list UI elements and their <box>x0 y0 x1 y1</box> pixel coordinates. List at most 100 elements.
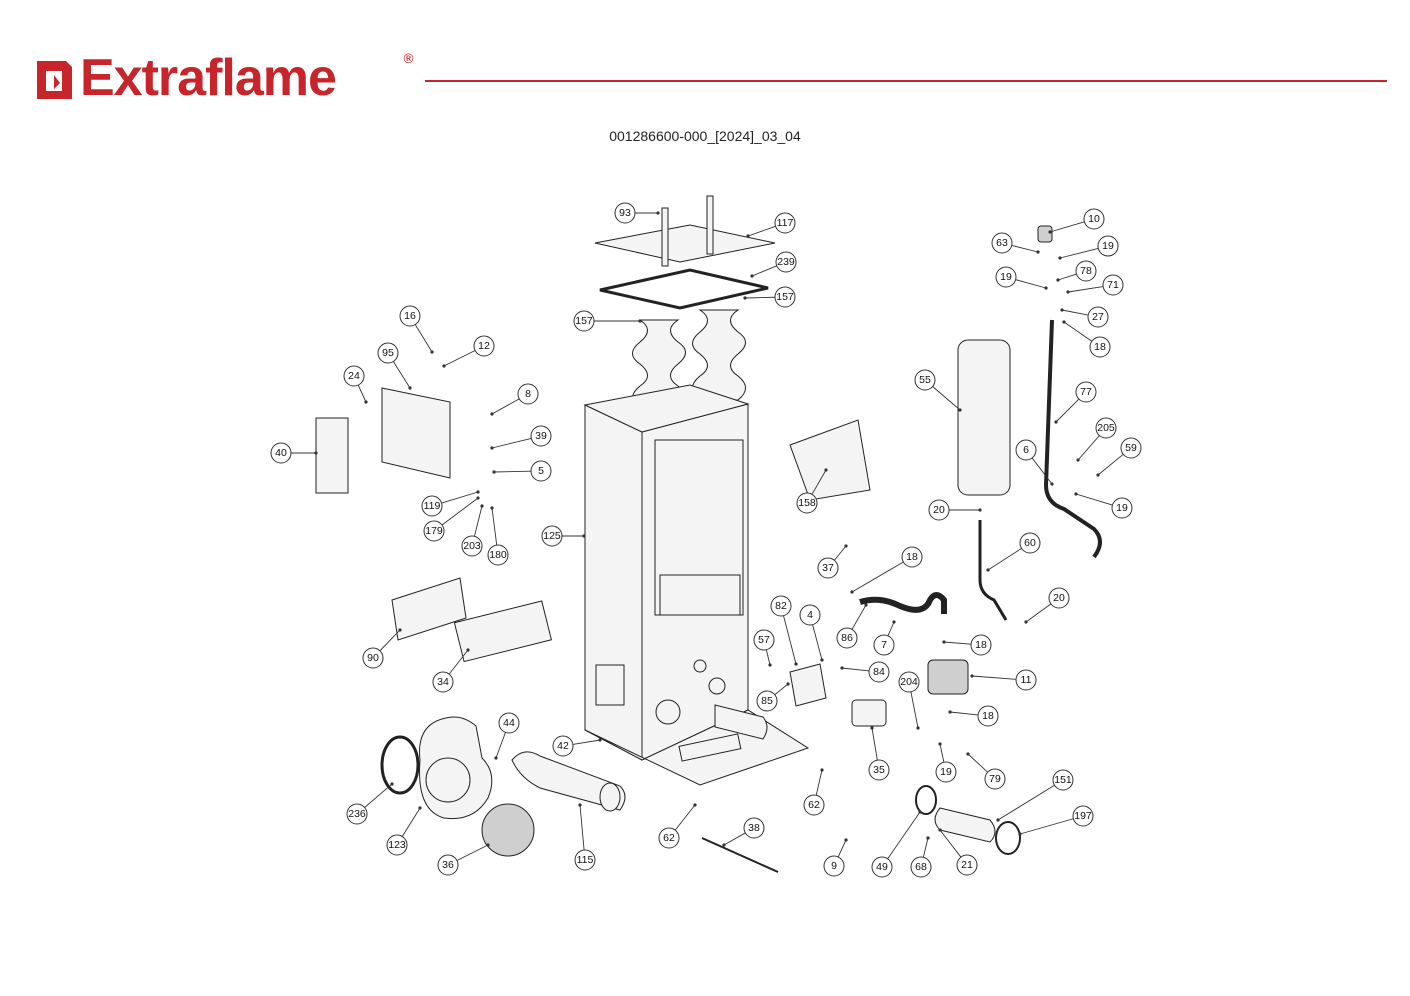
leader-line <box>744 296 776 299</box>
leader-tip <box>638 319 642 323</box>
callout-number: 115 <box>577 854 594 866</box>
callout-circle <box>362 647 384 669</box>
callout-circle <box>901 546 923 568</box>
callout-circle <box>1075 381 1097 403</box>
callout-circle <box>437 854 459 876</box>
tie-rod-right <box>706 195 714 255</box>
leader-line <box>674 804 696 831</box>
leader-tip <box>1062 320 1066 324</box>
callout-circle <box>530 425 552 447</box>
callout-circle <box>928 499 950 521</box>
callout-number: 49 <box>876 861 888 873</box>
leader-line <box>441 497 479 526</box>
callout-number: 59 <box>1125 442 1137 454</box>
callout-number: 62 <box>663 832 675 844</box>
leader-tip <box>693 803 697 807</box>
leader-tip <box>314 451 318 455</box>
callout-circle <box>803 794 825 816</box>
callout-circle <box>423 520 445 542</box>
callout-151: 151 <box>996 769 1074 822</box>
callout-circle <box>1048 587 1070 609</box>
leader-line <box>1097 453 1124 476</box>
return-pipe <box>1043 319 1102 559</box>
callout-35: 35 <box>868 726 890 781</box>
callout-18: 18 <box>850 546 923 594</box>
leader-tip <box>418 806 422 810</box>
callout-circle <box>796 492 818 514</box>
callout-circle <box>871 856 893 878</box>
callout-number: 8 <box>525 388 531 400</box>
callout-circle <box>573 310 595 332</box>
leader-tip <box>494 756 498 760</box>
callout-number: 39 <box>535 430 547 442</box>
leader-tip <box>656 211 660 215</box>
document-code: 001286600-000_[2024]_03_04 <box>609 128 801 144</box>
callout-number: 158 <box>798 497 816 509</box>
turbulator-right <box>692 309 746 401</box>
callout-203: 203 <box>461 504 484 557</box>
leader-line <box>871 727 878 761</box>
callout-number: 37 <box>822 562 834 574</box>
callout-circle <box>977 705 999 727</box>
leader-line <box>922 837 929 858</box>
callout-circle <box>995 266 1017 288</box>
leader-line <box>910 691 919 729</box>
callout-18: 18 <box>1062 320 1111 358</box>
flex-hose <box>978 520 1008 621</box>
boiler-body-front <box>584 404 643 761</box>
leader-tip <box>966 752 970 756</box>
callout-239: 239 <box>750 251 797 278</box>
callout-circle <box>1072 805 1094 827</box>
control-board <box>315 417 349 494</box>
callout-circle <box>487 544 509 566</box>
leader-line <box>579 804 585 851</box>
leader-line <box>1031 457 1053 485</box>
tangential-fan <box>453 600 553 663</box>
callout-number: 21 <box>961 859 973 871</box>
leader-line <box>971 675 1017 680</box>
base-cutout <box>678 733 742 762</box>
leader-line <box>851 561 904 593</box>
callout-circle <box>1075 260 1097 282</box>
callout-number: 123 <box>388 839 406 851</box>
callout-number: 62 <box>808 799 820 811</box>
flue-pipe-end <box>599 782 621 812</box>
callout-57: 57 <box>753 629 775 667</box>
callout-number: 197 <box>1074 810 1092 822</box>
leader-line <box>441 491 479 504</box>
callout-number: 44 <box>503 717 515 729</box>
leader-tip <box>492 470 496 474</box>
callout-number: 86 <box>841 632 853 644</box>
leader-tip <box>926 836 930 840</box>
leader-tip <box>918 810 922 814</box>
callout-circle <box>1019 532 1041 554</box>
leader-tip <box>892 620 896 624</box>
callout-84: 84 <box>840 661 890 683</box>
callout-157: 157 <box>573 310 642 332</box>
leader-line <box>723 832 746 846</box>
electronics-plate <box>381 387 451 479</box>
leader-tip <box>598 738 602 742</box>
callout-number: 239 <box>777 256 795 268</box>
leader-tip <box>476 490 480 494</box>
callout-circle <box>868 759 890 781</box>
body-port-3 <box>693 659 707 673</box>
leader-line <box>943 641 972 645</box>
callout-circle <box>1111 497 1133 519</box>
parts-drawing <box>315 195 1102 873</box>
leader-tip <box>1066 290 1070 294</box>
callout-circle <box>1120 437 1142 459</box>
leader-line <box>443 350 476 367</box>
callout-number: 12 <box>478 340 490 352</box>
callout-12: 12 <box>442 335 495 368</box>
callout-59: 59 <box>1096 437 1142 477</box>
fan-outlet <box>425 757 471 803</box>
rear-outlet-pipe <box>714 704 768 740</box>
callout-number: 125 <box>543 530 561 542</box>
callout-number: 40 <box>275 447 287 459</box>
leader-line <box>1077 435 1100 461</box>
leader-line <box>379 629 401 652</box>
callout-157: 157 <box>743 286 796 308</box>
callout-circle <box>873 634 895 656</box>
